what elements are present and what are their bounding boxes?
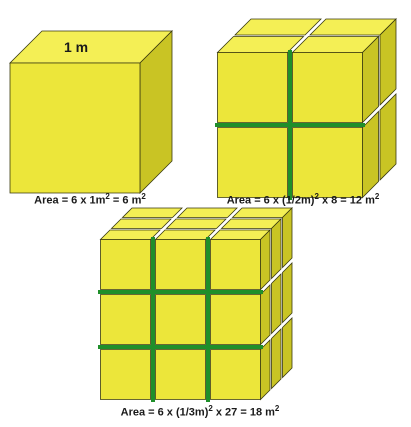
small-cube-front-face bbox=[155, 349, 206, 400]
small-cube-front-face bbox=[210, 239, 261, 290]
small-cube-front-face bbox=[292, 127, 363, 198]
small-cube-side-face bbox=[260, 229, 271, 291]
small-cube-top-face bbox=[220, 218, 282, 229]
small-cube-front-face bbox=[292, 52, 363, 123]
small-cube-top-face bbox=[165, 218, 227, 229]
small-cube-side-face bbox=[271, 273, 282, 335]
cube-cut-into-8 bbox=[215, 18, 397, 200]
small-cube-top-face bbox=[234, 18, 322, 36]
small-cube-front-face bbox=[100, 239, 151, 290]
caption-exponent: 2 bbox=[141, 192, 146, 201]
small-cube-front-face bbox=[210, 294, 261, 345]
small-cube-side-face bbox=[282, 262, 293, 324]
small-cube-front-face bbox=[210, 349, 261, 400]
caption-text: = 6 m bbox=[109, 194, 142, 207]
caption-exponent: 2 bbox=[105, 192, 110, 201]
whole-cube bbox=[9, 30, 173, 194]
small-cube-side-face bbox=[282, 317, 293, 379]
caption-27-cubes: Area = 6 x (1/3m)2 x 27 = 18 m2 bbox=[80, 404, 320, 419]
caption-text: Area = 6 x 1m bbox=[34, 194, 106, 207]
small-cube-side-face bbox=[379, 93, 397, 181]
caption-exponent: 2 bbox=[374, 192, 380, 201]
caption-exponent: 2 bbox=[314, 192, 319, 201]
small-cube-side-face bbox=[379, 18, 397, 106]
small-cube-side-face bbox=[282, 207, 293, 269]
small-cube-side-face bbox=[271, 328, 282, 390]
small-cube-side-face bbox=[271, 218, 282, 280]
caption-text: Area = 6 x (1/3m) bbox=[120, 406, 209, 419]
small-cube-top-face bbox=[231, 207, 293, 218]
small-cube-front-face bbox=[100, 349, 151, 400]
caption-text: x 27 = 18 m bbox=[212, 406, 275, 419]
small-cube-top-face bbox=[121, 207, 183, 218]
caption-8-cubes: Area = 6 x (1/2m)2 x 8 = 12 m2 bbox=[198, 192, 408, 207]
caption-text: x 8 = 12 m bbox=[318, 194, 375, 207]
caption-text: Area = 6 x (1/2m) bbox=[226, 194, 315, 207]
small-cube-top-face bbox=[110, 218, 172, 229]
small-cube-front-face bbox=[155, 239, 206, 290]
small-cube-front-face bbox=[217, 127, 288, 198]
caption-whole-cube: Area = 6 x 1m2 = 6 m2 bbox=[10, 192, 170, 207]
small-cube-front-face bbox=[155, 294, 206, 345]
small-cube-front-face bbox=[9, 62, 141, 194]
caption-exponent: 2 bbox=[208, 404, 213, 413]
cube-cut-into-27 bbox=[98, 207, 293, 402]
small-cube-front-face bbox=[100, 294, 151, 345]
caption-exponent: 2 bbox=[274, 404, 280, 413]
small-cube-front-face bbox=[217, 52, 288, 123]
edge-length-label: 1 m bbox=[64, 39, 88, 55]
small-cube-top-face bbox=[176, 207, 238, 218]
small-cube-top-face bbox=[209, 229, 271, 240]
